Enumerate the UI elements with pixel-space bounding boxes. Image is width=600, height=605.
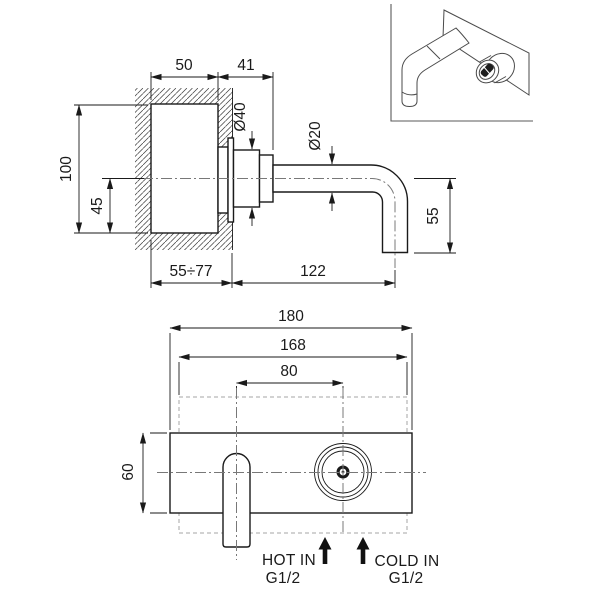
hot-inlet-label: HOT IN [262,552,316,569]
mounting-nut [217,146,229,214]
iso-handle-side-lines [479,55,507,84]
dim-label-escutcheon-dia: Ø40 [232,102,249,132]
dim-label-inwall-width: 168 [280,337,306,354]
spout-section [272,164,409,254]
dim-label-spout-reach: 122 [300,263,326,280]
dim-label-spout-drop: 55 [425,207,442,224]
iso-handle-face-inner [478,63,496,80]
hot-inlet-thread: G1/2 [266,570,301,587]
dim-label-protrusion: 41 [237,57,254,74]
view-frame-corner [390,4,533,122]
dim-label-axis-height: 45 [89,197,106,214]
iso-spout-tip-ring [401,91,418,96]
side-section-view: 50 41 Ø40 Ø20 100 45 55÷77 122 55 [58,57,456,288]
dim-label-body-width: 50 [175,57,193,74]
front-view: 180 168 80 60 HOT IN G1/2 COLD IN G1/2 [120,308,439,587]
spout-centerline [142,178,396,268]
wall-plate-section [227,137,235,223]
isometric-view [390,4,533,122]
cold-inlet-thread: G1/2 [389,570,424,587]
dim-label-plate-height: 60 [120,463,137,481]
iso-spout [401,27,470,108]
hot-inlet-arrow-icon [318,537,332,564]
spout-front [222,452,251,548]
cold-inlet-label: COLD IN [375,553,440,570]
dim-label-wall-thickness: 55÷77 [170,263,213,280]
inwall-body-section [150,103,219,234]
dim-label-plate-width: 180 [278,308,304,325]
iso-handle-lever-highlight [483,66,490,74]
iso-spout-joint-line [426,45,441,60]
cold-inlet-arrow-icon [356,537,370,564]
dim-label-spout-dia: Ø20 [307,121,324,151]
dim-label-body-height: 100 [58,156,75,182]
dim-label-spout-handle: 80 [280,363,298,380]
